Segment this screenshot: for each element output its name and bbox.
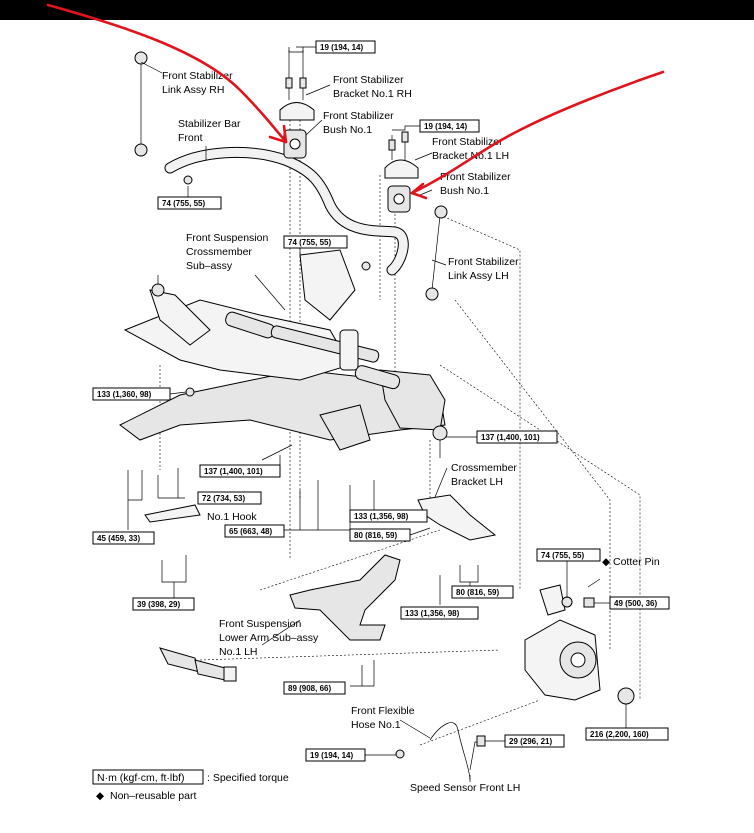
torque-49: 49 (500, 36) [614,599,657,608]
label-crossmember-2: Crossmember [186,246,252,258]
label-link-rh-2: Link Assy RH [162,84,224,96]
svg-text:Bracket No.1 RH: Bracket No.1 RH [333,88,412,100]
torque-137-right: 137 (1,400, 101) [481,433,540,442]
label-cross-bracket-2: Bracket LH [451,476,503,488]
label-flex-hose-1: Front Flexible [351,705,415,717]
flex-hose-sensor [395,722,486,781]
svg-text:Bush No.1: Bush No.1 [440,185,489,197]
tie-rod-ends [151,275,448,458]
torque-80-left: 80 (816, 59) [354,531,397,540]
svg-text:Crossmember: Crossmember [451,462,517,474]
svg-text:Front Stabilizer: Front Stabilizer [162,70,233,82]
label-bracket-rh-1: Front Stabilizer [333,74,404,86]
torque-216: 216 (2,200, 160) [590,730,649,739]
crossmember-bracket-lh [417,494,497,541]
torque-65: 65 (663, 48) [229,527,272,536]
label-stab-bar-2: Front [178,132,203,144]
torque-133-left: 133 (1,360, 98) [97,390,152,399]
legend: N·m (kgf·cm, ft·lbf) : Specified torque … [92,769,289,802]
part-labels: Front Stabilizer Link Assy RH Front Stab… [162,70,660,794]
svg-text:Crossmember: Crossmember [186,246,252,258]
svg-text:Front Stabilizer: Front Stabilizer [448,256,519,268]
label-crossmember-3: Sub–assy [186,260,233,272]
svg-text:Hose No.1: Hose No.1 [351,719,401,731]
label-cotter-pin: Cotter Pin [613,556,660,568]
svg-text:Link Assy LH: Link Assy LH [448,270,509,282]
label-crossmember-1: Front Suspension [186,232,268,244]
label-flex-hose-2: Hose No.1 [351,719,401,731]
bracket-bush-lh [384,131,419,213]
torque-133-mid: 133 (1,356, 98) [354,512,409,521]
label-bracket-lh-1: Front Stabilizer [432,136,503,148]
torque-45: 45 (459, 33) [97,534,140,543]
torque-29: 29 (296, 21) [509,737,552,746]
label-bush-lh-1: Front Stabilizer [440,171,511,183]
label-bracket-rh-2: Bracket No.1 RH [333,88,412,100]
svg-text:Sub–assy: Sub–assy [186,260,233,272]
label-stab-bar-1: Stabilizer Bar [178,118,241,130]
label-bracket-lh-2: Bracket No.1 LH [432,150,509,162]
no1-hook-part [144,504,201,523]
svg-text:Front Stabilizer: Front Stabilizer [323,110,394,122]
svg-text:Stabilizer Bar: Stabilizer Bar [178,118,241,130]
bolts [127,387,479,680]
label-bush-rh-2: Bush No.1 [323,124,372,136]
stabilizer-link-lh [425,205,448,301]
torque-19-top: 19 (194, 14) [320,43,363,52]
legend-symbol: ◆ [96,790,105,802]
svg-text:Front: Front [178,132,203,144]
drive-shaft [159,647,237,682]
label-lower-arm-3: No.1 LH [219,646,258,658]
svg-text:Front Stabilizer: Front Stabilizer [432,136,503,148]
svg-text:Bush No.1: Bush No.1 [323,124,372,136]
torque-80-right: 80 (816, 59) [456,588,499,597]
svg-text:Front Flexible: Front Flexible [351,705,415,717]
svg-text:Lower Arm Sub–assy: Lower Arm Sub–assy [219,632,319,644]
label-bush-lh-2: Bush No.1 [440,185,489,197]
torque-39: 39 (398, 29) [137,600,180,609]
svg-text:◆ Cotter Pin: ◆ Cotter Pin [602,556,660,568]
label-speed-sensor: Speed Sensor Front LH [410,782,520,794]
svg-text:Bracket No.1 LH: Bracket No.1 LH [432,150,509,162]
torque-72: 72 (734, 53) [202,494,245,503]
stabilizer-link-rh [134,51,148,157]
torque-74-mid: 74 (755, 55) [288,238,331,247]
torque-89: 89 (908, 66) [288,684,331,693]
legend-unit-desc: : Specified torque [207,772,289,784]
label-lower-arm-1: Front Suspension [219,618,301,630]
svg-text:Front Stabilizer: Front Stabilizer [440,171,511,183]
svg-text:Front Stabilizer: Front Stabilizer [333,74,404,86]
hub-nut [561,578,635,705]
svg-text:Bracket LH: Bracket LH [451,476,503,488]
legend-unit: N·m (kgf·cm, ft·lbf) [97,772,185,784]
crossmember [119,249,446,451]
torque-74-right: 74 (755, 55) [541,551,584,560]
svg-text:Front Suspension: Front Suspension [186,232,268,244]
red-annotation-arrows [46,3,665,200]
steering-rack [225,311,401,390]
torque-boxes: 19 (194, 14) 19 (194, 14) 74 (755, 55) 7… [92,40,670,762]
stabilizer-bar [164,146,409,276]
label-bush-rh-1: Front Stabilizer [323,110,394,122]
torque-137-mid: 137 (1,400, 101) [204,467,263,476]
torque-19-mid: 19 (194, 14) [424,122,467,131]
bracket-bush-rh [279,50,315,159]
svg-text:Link Assy RH: Link Assy RH [162,84,224,96]
label-hook: No.1 Hook [207,511,257,523]
svg-text:Front Suspension: Front Suspension [219,618,301,630]
label-link-rh-1: Front Stabilizer [162,70,233,82]
top-black-bar [0,0,754,20]
torque-133-bottom: 133 (1,356, 98) [405,609,460,618]
label-link-lh-1: Front Stabilizer [448,256,519,268]
label-lower-arm-2: Lower Arm Sub–assy [219,632,319,644]
torque-19-bottom: 19 (194, 14) [310,751,353,760]
steering-knuckle [524,584,601,701]
svg-text:No.1 LH: No.1 LH [219,646,258,658]
torque-74-left: 74 (755, 55) [162,199,205,208]
lower-arm [289,554,401,641]
legend-symbol-desc: Non–reusable part [110,790,196,802]
label-cross-bracket-1: Crossmember [451,462,517,474]
label-link-lh-2: Link Assy LH [448,270,509,282]
